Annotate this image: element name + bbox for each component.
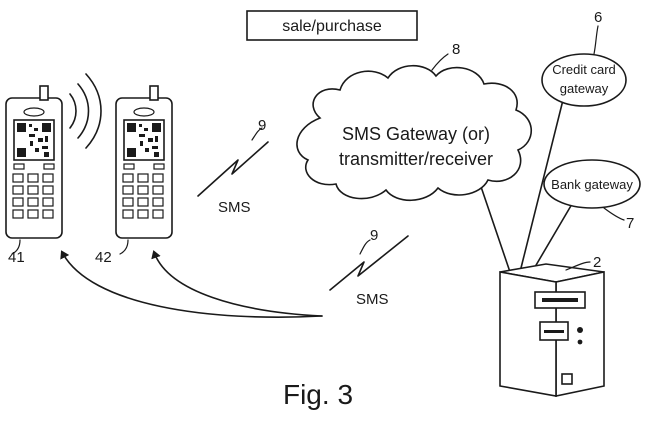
phone-42-qr-code-icon <box>127 123 161 157</box>
sms-gateway-cloud: SMS Gateway (or) transmitter/receiver 8 <box>296 41 532 201</box>
figure-caption: Fig. 3 <box>283 379 353 410</box>
phone-42-softkey-left <box>123 163 135 170</box>
led-icon <box>577 339 583 345</box>
credit-card-gateway-label-line2: gateway <box>560 81 609 96</box>
phone-41-keypad <box>12 173 54 219</box>
bank-gateway-label: Bank gateway <box>551 177 633 192</box>
mobile-phone-42: 42 <box>95 85 173 266</box>
mobile-phone-41: 41 <box>5 85 63 266</box>
sms-gateway-label-line2: transmitter/receiver <box>339 149 493 169</box>
floppy-drive-slot <box>544 330 564 333</box>
sms-lower-ref: 9 <box>370 227 378 244</box>
credit-card-gateway-label-line1: Credit card <box>552 62 616 77</box>
sms-lightning-upper: 9 SMS <box>197 117 269 216</box>
sale-purchase-box: sale/purchase <box>246 10 418 41</box>
phone-41-leader-line <box>11 239 21 255</box>
phone-41-softkey-right <box>43 163 55 170</box>
wireless-signal-icon <box>69 73 102 149</box>
computer-tower: 2 <box>499 254 605 397</box>
phone-42-ref: 42 <box>95 249 112 266</box>
link-computer-to-credit-card-gateway <box>519 99 564 273</box>
power-button-icon <box>577 327 583 333</box>
credit-card-gateway-ellipse <box>541 53 627 107</box>
phone-41-qr-code-icon <box>17 123 51 157</box>
computer-ref: 2 <box>593 254 601 271</box>
link-computer-to-bank-gateway <box>531 203 573 273</box>
optical-drive-slot <box>542 298 578 302</box>
sms-upper-label: SMS <box>218 199 251 216</box>
lightning-bolt-lower-icon <box>329 235 409 291</box>
phone-42-keypad <box>122 173 164 219</box>
sms-gateway-label-line1: SMS Gateway (or) <box>342 124 490 144</box>
phone-42-antenna <box>149 85 159 101</box>
sms-lower-label: SMS <box>356 291 389 308</box>
sms-gateway-ref: 8 <box>452 41 460 58</box>
sale-purchase-label: sale/purchase <box>282 18 382 35</box>
sms-upper-ref: 9 <box>258 117 266 134</box>
arrow-to-phone-42 <box>151 250 323 317</box>
phone-42-speaker <box>133 107 155 117</box>
sms-delivery-arrows <box>60 250 323 318</box>
sms-upper-leader-line <box>251 127 263 141</box>
bank-gateway-ellipse <box>543 159 641 209</box>
bank-gateway: Bank gateway 7 <box>543 159 641 232</box>
phone-41-speaker <box>23 107 45 117</box>
reset-button <box>561 373 573 385</box>
sms-gateway-leader-line <box>431 53 449 71</box>
cloud-shape <box>296 65 532 201</box>
phone-41-antenna <box>39 85 49 101</box>
phone-42-softkey-right <box>153 163 165 170</box>
lightning-bolt-upper-icon <box>197 141 269 197</box>
credit-card-gateway-ref: 6 <box>594 9 602 26</box>
credit-card-gateway-leader-line <box>593 25 599 55</box>
arrow-to-phone-41 <box>60 250 323 318</box>
credit-card-gateway: Credit card gateway 6 <box>541 9 627 107</box>
phone-41-softkey-left <box>13 163 25 170</box>
phone-42-leader-line <box>119 239 129 255</box>
bank-gateway-leader-line <box>603 207 625 221</box>
sms-lightning-lower: 9 SMS <box>329 227 409 308</box>
sms-lower-leader-line <box>359 239 371 255</box>
bank-gateway-ref: 7 <box>626 215 634 232</box>
computer-leader-line <box>565 261 591 271</box>
phone-41-ref: 41 <box>8 249 25 266</box>
